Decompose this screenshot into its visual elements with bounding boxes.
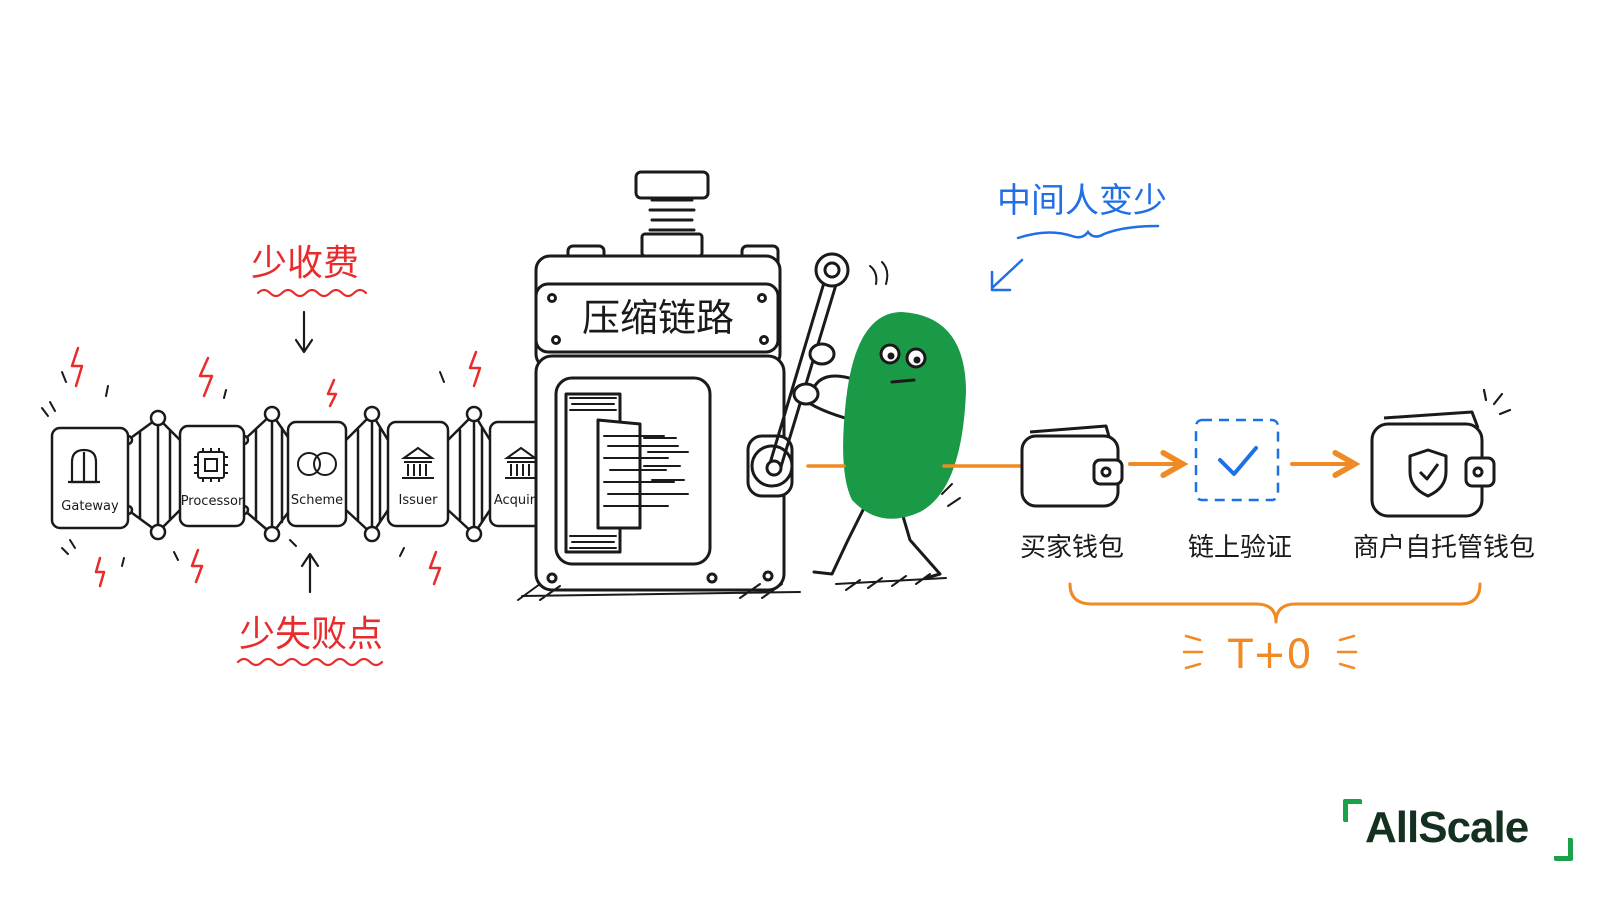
bank-icon [400, 446, 436, 479]
emphasis-marks [1182, 634, 1358, 670]
flow-step-label: 买家钱包 [1020, 533, 1124, 563]
fewer-fees-label: 少收费 [251, 243, 359, 284]
logo-bracket-icon [1343, 799, 1362, 822]
spark-icons [70, 346, 482, 588]
squiggle-underline [1016, 224, 1160, 240]
sparkle-marks [1482, 388, 1512, 416]
fewer-failures-annotation: 少失败点 [236, 552, 384, 667]
settlement-label: T+0 [1227, 632, 1311, 678]
flow-step-label: 链上验证 [1188, 533, 1292, 563]
vibration-marks [41, 371, 445, 567]
fewer-fees-annotation: 少收费 [251, 243, 368, 354]
fewer-failures-label: 少失败点 [239, 614, 383, 655]
flow-step-buyer-wallet: 买家钱包 [1020, 424, 1124, 563]
squiggle-underline [236, 657, 384, 667]
bank-icon [503, 446, 539, 479]
logo-bracket-icon [1554, 838, 1573, 861]
door-icon [68, 448, 100, 484]
up-arrow-icon [300, 552, 320, 594]
fewer-middlemen-label: 中间人变少 [997, 181, 1167, 221]
chain-card-issuer: Issuer [386, 420, 450, 528]
press-label-plate [534, 282, 780, 354]
down-arrow-icon [294, 310, 314, 354]
flow-step-merchant-wallet: 商户自托管钱包 [1353, 388, 1535, 563]
card-scheme-icon [297, 452, 337, 476]
chip-icon [194, 448, 228, 482]
check-icon [1218, 446, 1258, 476]
card-label: Gateway [61, 499, 119, 514]
card-label: Scheme [291, 493, 343, 508]
card-label: Processor [181, 494, 244, 509]
flow-step-label: 商户自托管钱包 [1353, 533, 1535, 563]
settlement-brace [1068, 582, 1482, 624]
payment-flow: 买家钱包 链上验证 商户自托管钱包 T+0 [806, 388, 1535, 678]
logo-text: AllScale [1365, 803, 1529, 852]
green-character [792, 312, 966, 591]
chain-card-scheme: Scheme [286, 420, 348, 528]
wallet-icon [1020, 424, 1124, 508]
press-label: 压缩链路 [582, 296, 734, 340]
allscale-logo: AllScale [1343, 795, 1573, 865]
compression-press [517, 170, 889, 601]
diagonal-arrow-icon [990, 258, 1024, 292]
fewer-middlemen-annotation: 中间人变少 [990, 181, 1167, 292]
shield-wallet-icon [1370, 410, 1496, 518]
card-label: Issuer [399, 493, 439, 508]
flow-step-onchain-verify: 链上验证 [1188, 418, 1292, 563]
chain-card-processor: Processor [178, 424, 246, 528]
chain-card-gateway: Gateway [50, 426, 130, 530]
squiggle-underline [256, 288, 368, 298]
